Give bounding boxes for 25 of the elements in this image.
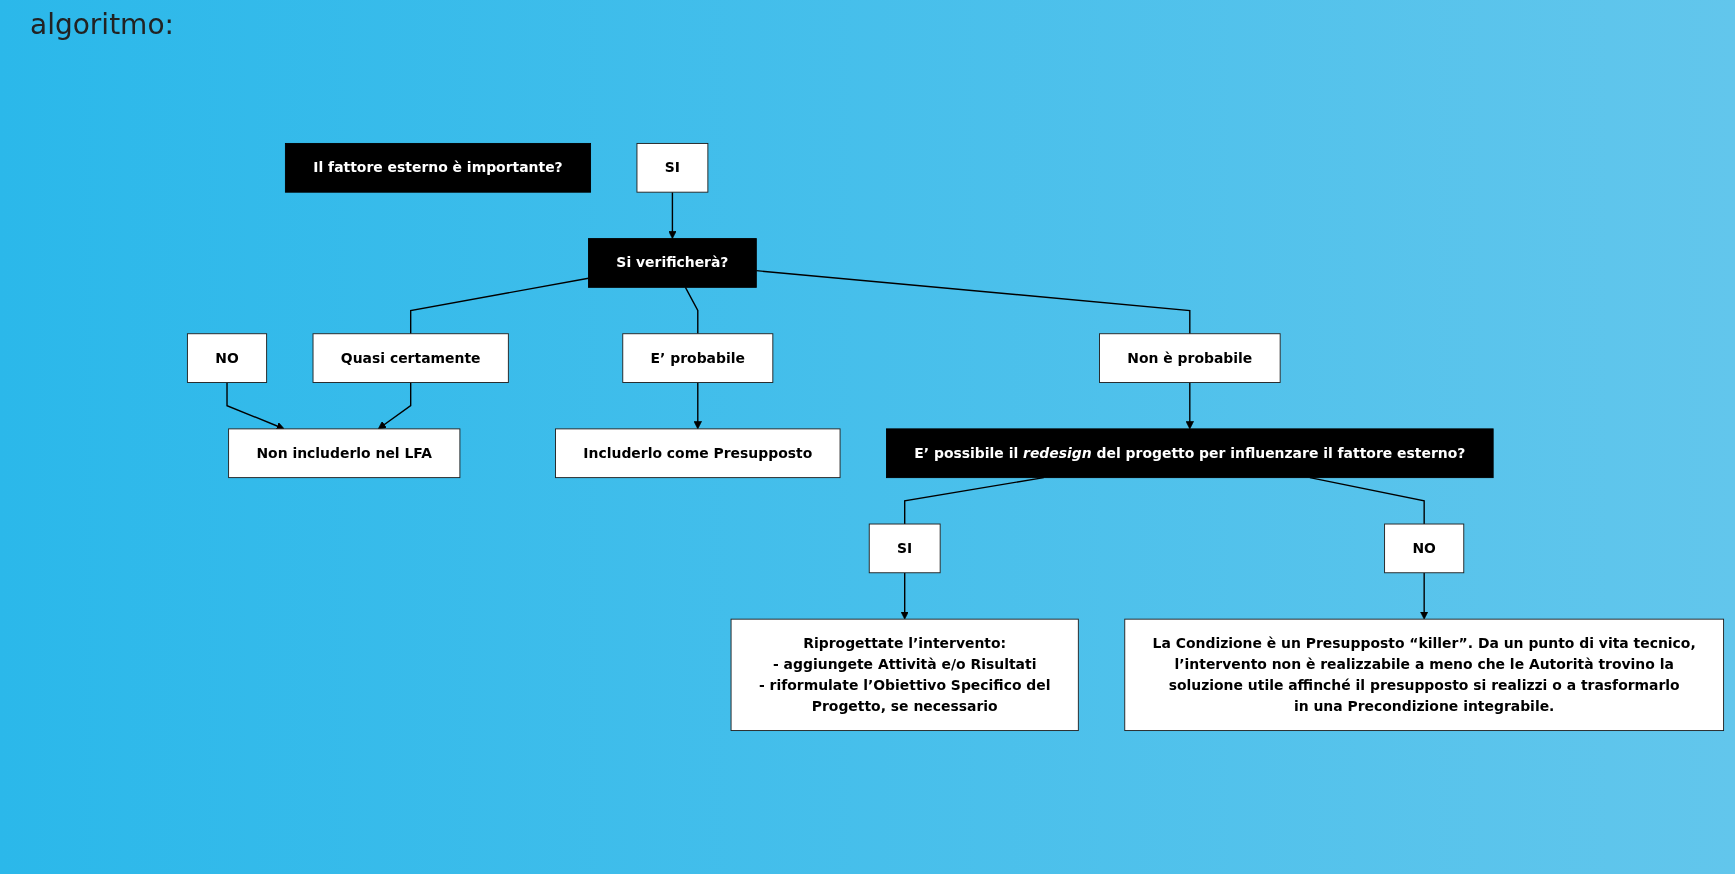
node-box: Includerlo come Presupposto [555,428,841,479]
arrow [377,381,412,430]
connector [410,277,590,335]
connector [755,269,1191,335]
node-box: Il fattore esterno è importante? [284,143,591,193]
node-box: Non includerlo nel LFA [228,428,461,479]
node-box: Quasi certamente [312,333,509,383]
node-box: La Condizione è un Presupposto “killer”. Da un punto di vita tecnico, l’intervento non è realizzabile a meno che le Autorità trovino la soluzione utile affinché il presupposto si realizzi o a trasformarlo in una Precondizione integrabile. [1124,618,1725,731]
node-box: E’ probabile [622,333,774,383]
arrow [693,381,702,430]
arrow [1185,381,1194,430]
node-box: SI [636,143,709,193]
node-box: Si verificherà? [588,238,757,288]
node-box: Non è probabile [1099,333,1281,383]
node-box: NO [186,333,268,383]
connector [684,286,699,335]
arrow [226,381,285,430]
arrow [1420,572,1429,620]
node-box: SI [868,523,941,574]
node-box: Riprogettate l’intervento: - aggiungete Attività e/o Risultati - riformulate l’Obiettivo Specifico del Progetto, se necessario [730,618,1079,731]
arrow [900,572,909,620]
arrow [668,191,677,239]
node-box: E’ possibile il redesign del progetto per influenzare il fattore esterno? [886,428,1494,479]
note-text: algoritmo: [30,8,174,41]
node-box: NO [1384,523,1465,574]
